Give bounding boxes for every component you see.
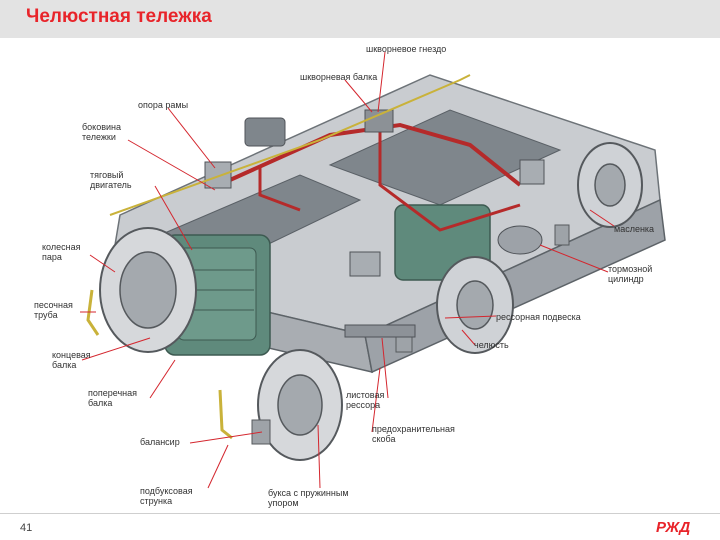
footer-divider (0, 513, 720, 514)
label-brake-cylinder: тормозной цилиндр (608, 264, 653, 284)
label-safety-bracket: предохранительная скоба (372, 424, 455, 444)
title-bar: Челюстная тележка (0, 0, 720, 38)
leader-lines (80, 51, 615, 489)
wheel-hub (277, 374, 323, 436)
brake-cylinder (497, 225, 543, 255)
label-axlebox-strap: подбуксовая струнка (140, 486, 193, 506)
brake-pipe-branch (378, 130, 521, 232)
label-sand-pipe: песочная труба (34, 300, 73, 320)
frame-support-front (349, 251, 381, 277)
bogie-illustration (80, 51, 666, 489)
label-leaf-spring: листовая рессора (346, 390, 385, 410)
label-axlebox: букса с пружинным упором (268, 488, 349, 508)
wheel-hub (119, 251, 177, 329)
frame-support-left (204, 161, 232, 189)
label-traction-motor: тяговый двигатель (90, 170, 132, 190)
brake-pipe-branch-2 (258, 165, 301, 212)
label-pivot-beam: шкворневая балка (300, 72, 378, 82)
brake-pipe (229, 122, 522, 187)
label-cross-beam: поперечная балка (88, 388, 138, 408)
rear-unit (244, 117, 286, 147)
label-wheelset: колесная пара (42, 242, 81, 262)
svg-text:РЖД: РЖД (656, 519, 690, 536)
slide-title: Челюстная тележка (26, 6, 212, 27)
label-spring-suspension: рессорная подвеска (496, 312, 581, 322)
label-pivot-socket: шкворневое гнездо (366, 44, 447, 54)
wheel-hub (594, 163, 626, 207)
sand-pipe (86, 289, 100, 336)
label-jaw: челюсть (474, 340, 509, 350)
label-side-frame: боковина тележки (82, 122, 121, 142)
sand-pipe-2 (218, 389, 233, 440)
leaf-spring (344, 324, 416, 338)
label-equalizer: балансир (140, 437, 180, 447)
frame-support-right (519, 159, 545, 185)
page-number: 41 (20, 522, 33, 534)
label-end-beam: концевая балка (52, 350, 91, 370)
wheel-hub (456, 280, 494, 330)
spring-3 (554, 224, 570, 246)
rzd-logo: РЖД (656, 519, 690, 536)
label-oiler: масленка (614, 224, 655, 234)
label-frame-support: опора рамы (138, 100, 189, 110)
sand-pipe-top (109, 74, 471, 216)
pivot-socket (364, 109, 394, 133)
